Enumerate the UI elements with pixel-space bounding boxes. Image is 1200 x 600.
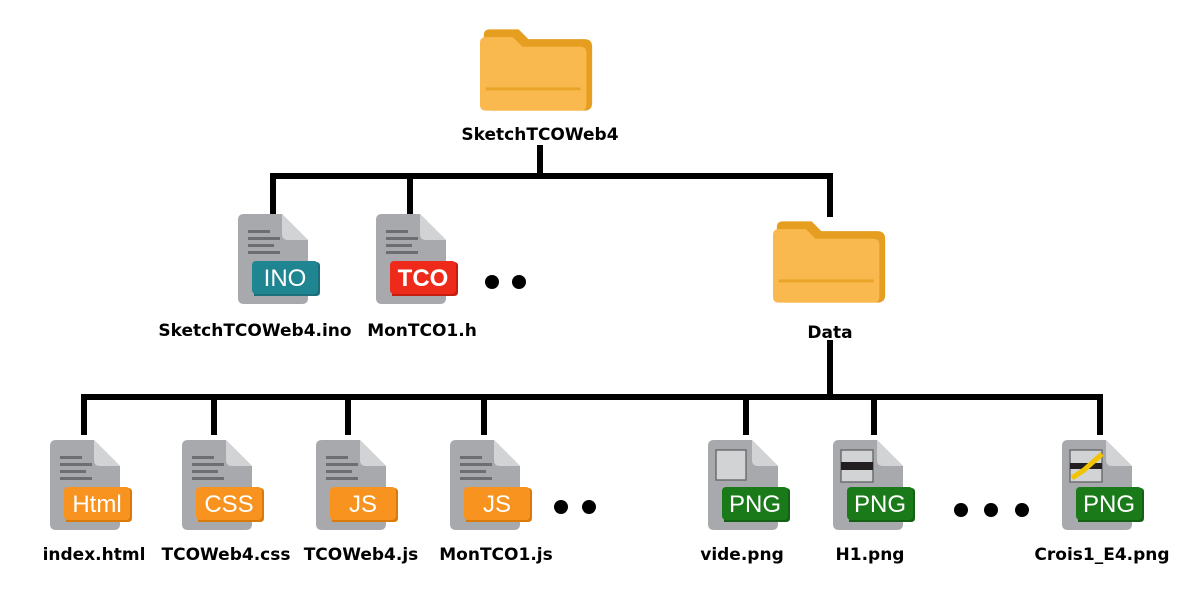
file-type-badge: INO (252, 261, 320, 296)
text-lines-icon (326, 456, 358, 480)
file-type-label: CSS (204, 491, 253, 518)
file-type-badge: PNG (1076, 487, 1144, 522)
file-type-label: PNG (854, 491, 906, 518)
file-item[interactable]: CSS TCOWeb4.css (162, 440, 291, 565)
text-lines-icon (60, 456, 92, 480)
file-item[interactable]: JS MonTCO1.js (439, 440, 553, 565)
file-item[interactable]: PNG Crois1_E4.png (1034, 440, 1170, 565)
file-type-label: PNG (729, 491, 781, 518)
file-name-label: H1.png (836, 545, 905, 565)
file-type-badge: PNG (847, 487, 915, 522)
text-lines-icon (248, 230, 280, 254)
track-crossing-icon (1069, 449, 1104, 483)
file-type-label: Html (72, 491, 121, 518)
file-name-label: Crois1_E4.png (1034, 545, 1169, 565)
file-item[interactable]: Html index.html (43, 440, 146, 565)
file-name-label: TCOWeb4.js (304, 545, 419, 565)
folder-label: Data (807, 323, 852, 343)
file-item[interactable]: PNG vide.png (700, 440, 790, 565)
file-type-badge: JS (330, 487, 398, 522)
more-items-ellipsis (485, 275, 526, 289)
root-folder-label: SketchTCOWeb4 (461, 125, 618, 145)
file-item[interactable]: JS TCOWeb4.js (304, 440, 419, 565)
root-folder[interactable]: SketchTCOWeb4 (461, 29, 619, 145)
file-name-label: index.html (43, 545, 146, 565)
file-name-label: MonTCO1.js (439, 545, 552, 565)
file-type-label: TCO (398, 265, 449, 292)
tree-connectors (81, 145, 1103, 435)
file-name-label: SketchTCOWeb4.ino (158, 321, 351, 341)
folder-icon (480, 29, 593, 111)
file-name-label: MonTCO1.h (367, 321, 477, 341)
file-type-label: PNG (1083, 491, 1135, 518)
track-straight-icon (840, 449, 874, 483)
file-type-badge: JS (464, 487, 532, 522)
data-folder[interactable]: Data (773, 221, 886, 343)
file-type-badge: PNG (722, 487, 790, 522)
file-name-label: TCOWeb4.css (162, 545, 291, 565)
file-type-badge: CSS (196, 487, 264, 522)
more-items-ellipsis (554, 500, 596, 514)
more-items-ellipsis (954, 503, 1029, 517)
text-lines-icon (386, 230, 418, 254)
file-type-badge: Html (64, 487, 132, 522)
file-name-label: vide.png (700, 545, 784, 565)
folder-icon (773, 221, 886, 303)
level2-items: Html index.html CSS TCOWeb4.css JS TCOWeb4.js… (43, 440, 1170, 565)
file-item[interactable]: INO SketchTCOWeb4.ino (158, 214, 352, 341)
file-type-label: JS (483, 491, 511, 518)
text-lines-icon (192, 456, 224, 480)
level1-items: INO SketchTCOWeb4.ino TCO MonTCO1.h Data (158, 214, 886, 343)
blank-tile-icon (715, 449, 747, 481)
file-item[interactable]: PNG H1.png (833, 440, 915, 565)
file-type-label: JS (349, 491, 377, 518)
text-lines-icon (460, 456, 492, 480)
file-type-label: INO (264, 265, 307, 292)
file-type-badge: TCO (390, 261, 458, 296)
file-item[interactable]: TCO MonTCO1.h (367, 214, 477, 341)
